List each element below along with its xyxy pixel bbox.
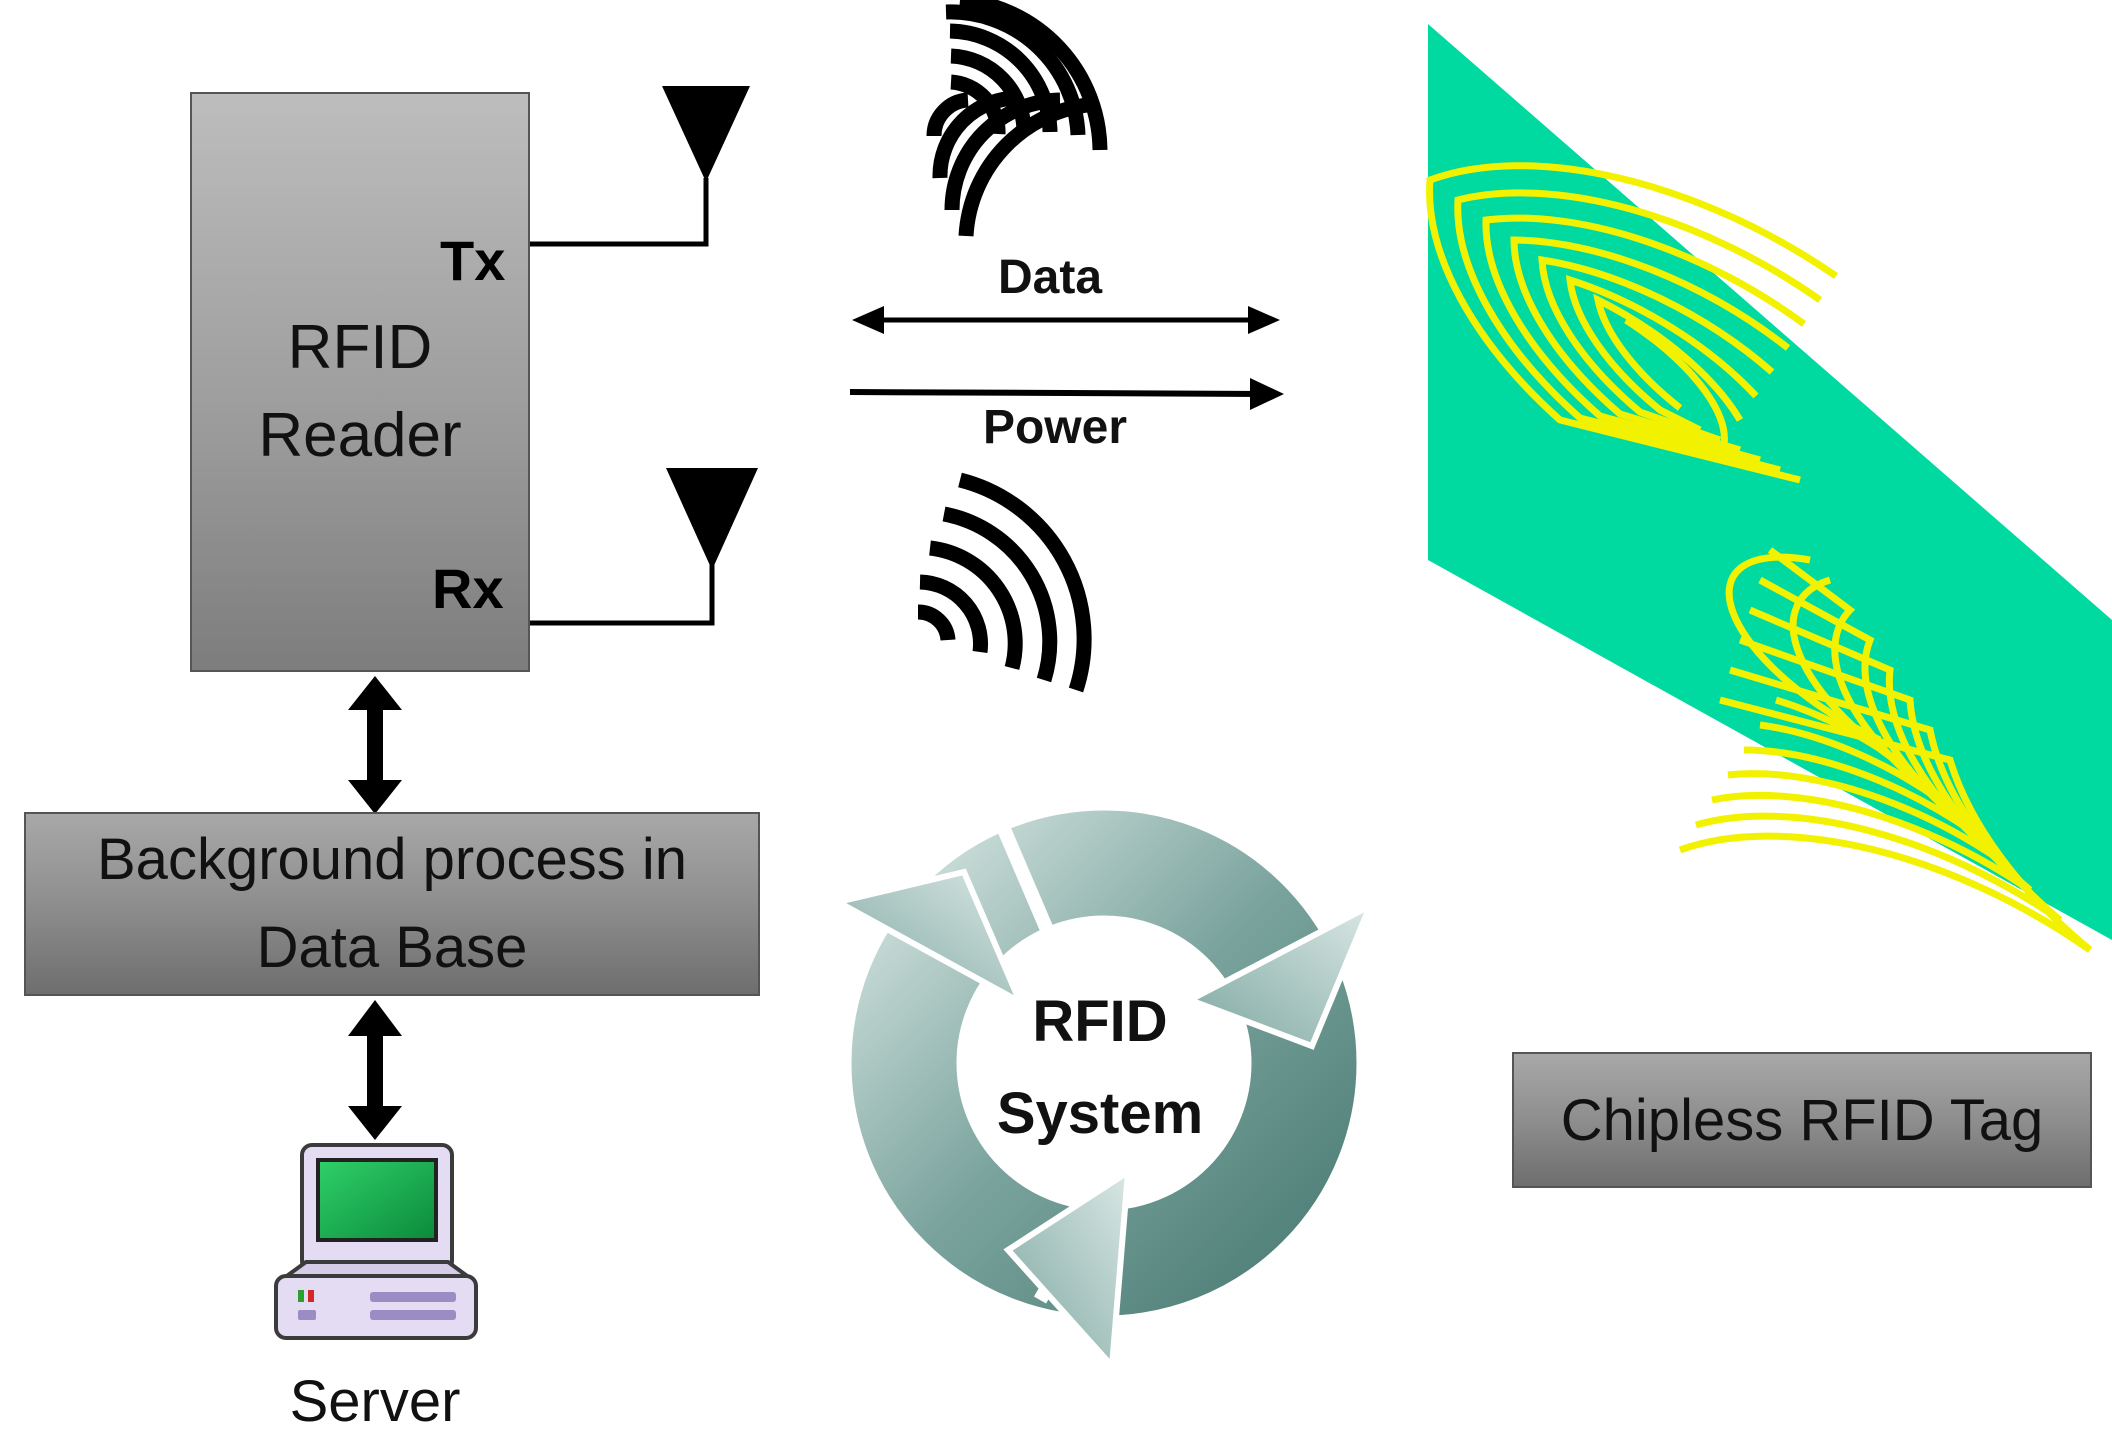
cycle-center-label: RFID System: [980, 976, 1220, 1160]
chipless-rfid-tag: [1426, 24, 2112, 953]
reader-title: RFID Reader: [192, 304, 528, 480]
reader-db-arrow: [348, 676, 402, 814]
server-computer-icon: [274, 1143, 478, 1340]
tx-antenna: [530, 86, 750, 247]
cycle-label-line2: System: [996, 1081, 1204, 1146]
tx-label: Tx: [440, 229, 506, 292]
upper-signal-waves-clip: [926, 90, 1099, 237]
db-server-arrow: [348, 1000, 402, 1140]
cycle-label-line1: RFID: [1032, 989, 1168, 1054]
reader-title-line1: RFID: [287, 313, 433, 382]
rfid-reader-block: RFID Reader Tx Rx: [190, 92, 530, 672]
lower-signal-waves: [917, 472, 1092, 693]
power-link-label: Power: [982, 401, 1128, 454]
database-line1: Background process in: [97, 827, 687, 892]
data-link-label: Data: [997, 251, 1103, 304]
server-label: Server: [289, 1369, 461, 1434]
chipless-tag-label-box: Chipless RFID Tag: [1512, 1052, 2092, 1188]
database-line2: Data Base: [256, 915, 528, 980]
rx-label: Rx: [432, 557, 504, 620]
chipless-tag-label: Chipless RFID Tag: [1560, 1087, 2044, 1153]
power-arrow: [849, 378, 1284, 410]
rx-antenna: [530, 468, 758, 626]
rfid-cycle-diagram: [829, 810, 1376, 1374]
database-block: Background process in Data Base: [24, 812, 760, 996]
reader-title-line2: Reader: [258, 401, 462, 470]
data-arrow: [852, 306, 1280, 334]
